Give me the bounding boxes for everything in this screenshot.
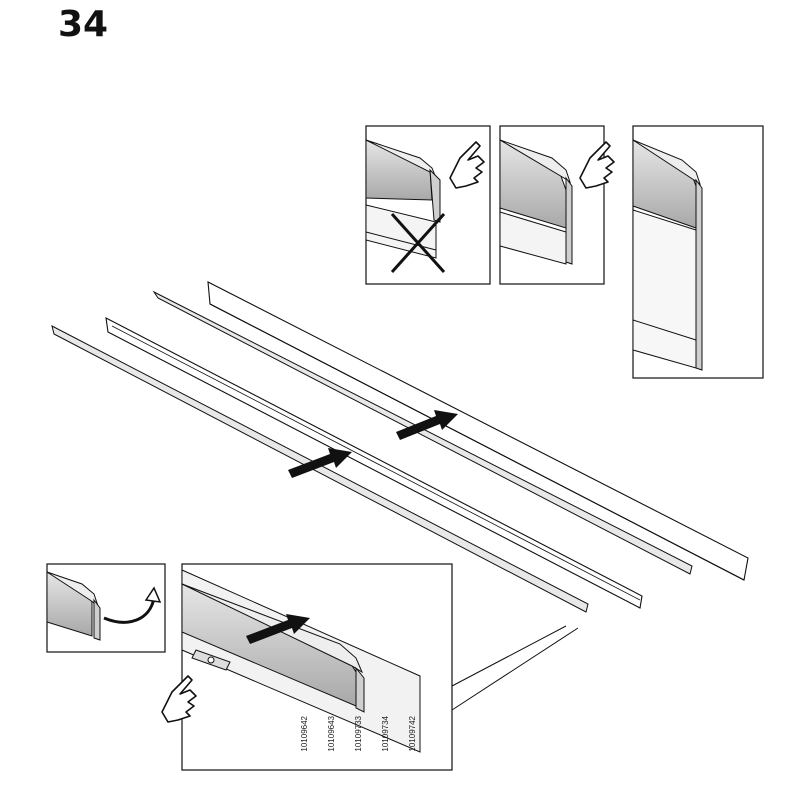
detail-zoom-insert: [161, 563, 453, 771]
rail-front-wide: [105, 317, 643, 609]
part-code: 10109733: [354, 716, 363, 752]
zoom-connector-lines: [451, 625, 579, 711]
pointing-hand-icon: [579, 141, 615, 189]
step-number: 34: [58, 4, 109, 45]
detail-wrong-placement: [365, 125, 491, 285]
arrow-icon: [246, 614, 310, 644]
arrow-icon: [396, 410, 458, 440]
part-code: 10109742: [408, 716, 417, 752]
detail-rotate: [46, 563, 166, 653]
pointing-hand-icon: [449, 141, 485, 189]
rail-back-wide: [207, 281, 749, 581]
cross-mark-icon: [390, 212, 446, 274]
part-code: 10109643: [327, 716, 336, 752]
detail-correct-placement-1: [499, 125, 615, 285]
rail-front-strip: [51, 325, 589, 613]
detail-correct-placement-2: [632, 125, 764, 379]
rotate-arrow-icon: [103, 586, 162, 624]
arrow-icon: [288, 448, 352, 478]
part-code: 10109734: [381, 716, 390, 752]
part-codes: 10109642 10109643 10109733 10109734 1010…: [282, 716, 426, 752]
part-code: 10109642: [300, 716, 309, 752]
rail-back-strip: [152, 290, 693, 575]
pointing-hand-icon: [161, 675, 197, 723]
